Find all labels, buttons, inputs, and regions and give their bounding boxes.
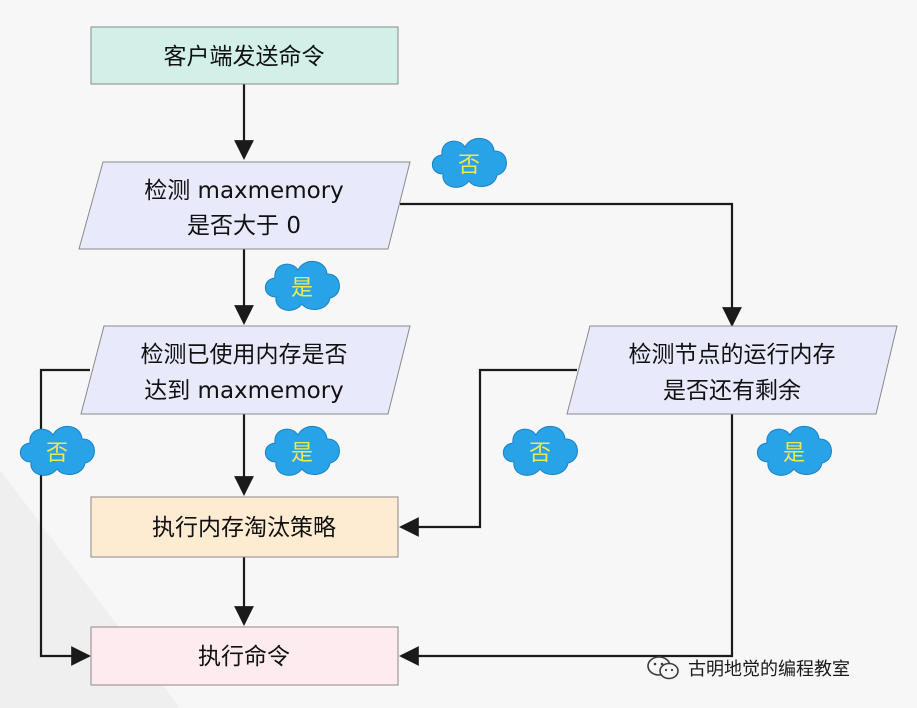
edge-check-used-no — [39, 368, 91, 666]
decision-check-used-memory-line1: 检测已使用内存是否 — [141, 342, 348, 368]
execute-node-label: 执行命令 — [198, 644, 290, 670]
cloud-yes-maxmemory-label: 是 — [291, 276, 313, 301]
cloud-yes-maxmemory: 是 — [264, 260, 340, 311]
cloud-no-maxmemory: 否 — [431, 137, 507, 188]
edge-check-max-no — [400, 202, 742, 327]
cloud-yes-node-memory-label: 是 — [783, 441, 805, 466]
decision-check-node-memory — [566, 325, 898, 415]
evict-node-label: 执行内存淘汰策略 — [152, 515, 336, 541]
decision-check-used-memory — [80, 325, 411, 415]
decision-check-used-memory-line2: 达到 maxmemory — [144, 378, 344, 404]
watermark: 古明地觉的编程教室 — [646, 654, 850, 682]
cloud-yes-used-memory-label: 是 — [291, 441, 313, 466]
start-node-label: 客户端发送命令 — [164, 44, 325, 70]
start-node — [90, 26, 399, 85]
cloud-no-used-memory: 否 — [19, 425, 95, 476]
decision-check-maxmemory-line1: 检测 maxmemory — [144, 178, 344, 204]
edge-check-node-no — [399, 368, 577, 537]
cloud-no-used-memory-label: 否 — [46, 441, 68, 466]
cloud-no-maxmemory-label: 否 — [458, 153, 480, 178]
cloud-no-node-memory: 否 — [502, 425, 578, 476]
cloud-yes-node-memory: 是 — [756, 425, 832, 476]
decision-check-node-memory-line1: 检测节点的运行内存 — [629, 342, 836, 368]
decision-check-maxmemory-line2: 是否大于 0 — [187, 213, 301, 239]
evict-node — [90, 496, 399, 558]
watermark-text: 古明地觉的编程教室 — [688, 659, 850, 680]
execute-node — [90, 626, 399, 686]
edge-check-node-yes — [399, 414, 734, 666]
wechat-icon — [647, 656, 679, 680]
cloud-yes-used-memory: 是 — [264, 425, 340, 476]
cloud-no-node-memory-label: 否 — [529, 441, 551, 466]
decision-check-maxmemory — [78, 161, 411, 250]
decision-check-node-memory-line2: 是否还有剩余 — [663, 378, 801, 404]
